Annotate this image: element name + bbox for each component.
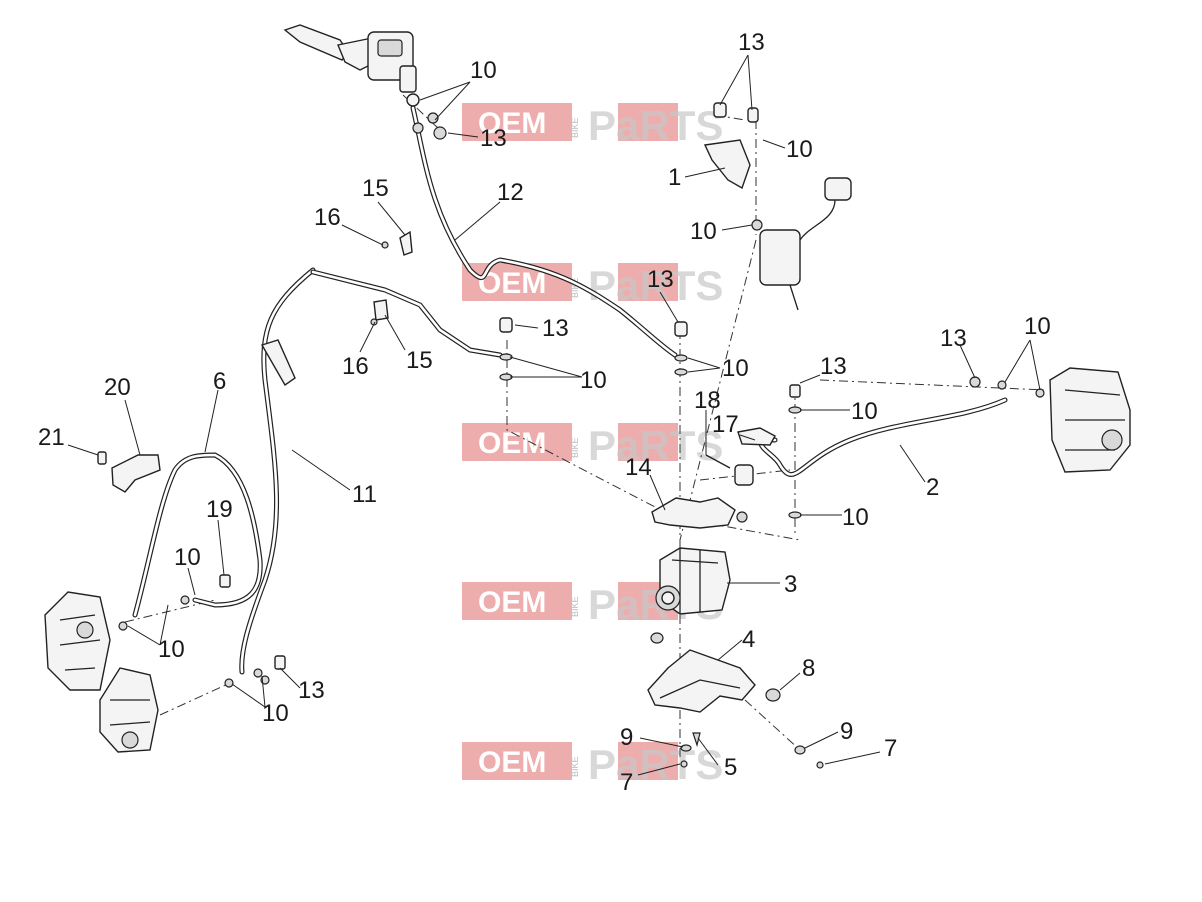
svg-text:OEM: OEM (478, 586, 546, 619)
svg-text:OEM: OEM (478, 107, 546, 140)
callout-4: 4 (742, 626, 755, 653)
callout-9: 9 (620, 724, 633, 751)
callout-18: 18 (694, 387, 721, 414)
callout-8: 8 (802, 655, 815, 682)
callout-10: 10 (158, 636, 185, 663)
watermark-4: OEM BIKE PaRTS (462, 581, 723, 628)
callout-17: 17 (712, 411, 739, 438)
callout-11: 11 (352, 481, 377, 508)
bracket-20 (97, 451, 161, 493)
svg-text:BIKE: BIKE (570, 277, 580, 298)
callout-10: 10 (262, 700, 289, 727)
callout-1: 1 (668, 164, 681, 191)
callout-13: 13 (298, 677, 325, 704)
watermark-group: OEM BIKE PaRTS OEM BIKE PaRTS OEM BIKE P… (462, 102, 723, 788)
callout-15: 15 (406, 347, 433, 374)
callout-9: 9 (840, 718, 853, 745)
svg-text:PaRTS: PaRTS (588, 422, 723, 469)
brake-hose-2 (705, 384, 1008, 519)
leader-lines (67, 54, 1041, 776)
watermark-5: OEM BIKE PaRTS (462, 741, 723, 788)
rear-master-cylinder-assembly (703, 102, 852, 311)
callout-2: 2 (926, 474, 939, 501)
svg-text:PaRTS: PaRTS (588, 102, 723, 149)
callout-10: 10 (1024, 313, 1051, 340)
callout-12: 12 (497, 179, 524, 206)
svg-text:OEM: OEM (478, 746, 546, 779)
assembly-axis-lines (124, 94, 1046, 760)
svg-text:BIKE: BIKE (570, 596, 580, 617)
callout-3: 3 (784, 571, 797, 598)
svg-text:OEM: OEM (478, 427, 546, 460)
callout-10: 10 (174, 544, 201, 571)
abs-modulator-3 (655, 547, 731, 615)
abs-support-bracket-4 (647, 632, 781, 713)
callout-10: 10 (690, 218, 717, 245)
callout-14: 14 (625, 454, 652, 481)
callout-16: 16 (314, 204, 341, 231)
callout-13: 13 (940, 325, 967, 352)
front-left-caliper-lower (99, 667, 159, 753)
callout-10: 10 (842, 504, 869, 531)
callout-13: 13 (542, 315, 569, 342)
brake-hose-12 (410, 105, 678, 358)
callout-10: 10 (786, 136, 813, 163)
callout-7: 7 (620, 769, 633, 796)
callout-10: 10 (722, 355, 749, 382)
banjo-bolts-top (412, 112, 447, 140)
rear-right-caliper (969, 367, 1131, 473)
watermark-2: OEM BIKE PaRTS (462, 262, 723, 309)
watermark-1: OEM BIKE PaRTS (462, 102, 723, 149)
small-fasteners (680, 732, 824, 769)
callout-19: 19 (206, 496, 233, 523)
callout-13: 13 (738, 29, 765, 56)
svg-text:OEM: OEM (478, 267, 546, 300)
svg-text:BIKE: BIKE (570, 437, 580, 458)
svg-text:PaRTS: PaRTS (588, 741, 723, 788)
callout-6: 6 (213, 368, 226, 395)
callout-15: 15 (362, 175, 389, 202)
brake-hose-6 (118, 452, 263, 631)
callout-13: 13 (480, 125, 507, 152)
abs-bracket-14 (651, 497, 748, 529)
brake-hose-11 (239, 267, 503, 675)
watermark-3: OEM BIKE PaRTS (462, 422, 723, 469)
callout-7: 7 (884, 735, 897, 762)
callout-13: 13 (820, 353, 847, 380)
fittings-bottom-left (224, 655, 286, 688)
svg-text:BIKE: BIKE (570, 117, 580, 138)
callout-16: 16 (342, 353, 369, 380)
callout-10: 10 (851, 398, 878, 425)
front-brake-lever-assembly (283, 24, 420, 107)
callout-10: 10 (470, 57, 497, 84)
svg-text:BIKE: BIKE (570, 756, 580, 777)
front-left-caliper-upper (44, 591, 111, 691)
hose-clips (370, 230, 413, 326)
fittings-middle (499, 317, 688, 381)
callout-21: 21 (38, 424, 65, 451)
callout-10: 10 (580, 367, 607, 394)
callout-13: 13 (647, 266, 674, 293)
callout-5: 5 (724, 754, 737, 781)
callout-20: 20 (104, 374, 131, 401)
callout-labels: 13 10 13 10 1 12 15 16 10 13 13 10 10 16… (38, 29, 1051, 796)
